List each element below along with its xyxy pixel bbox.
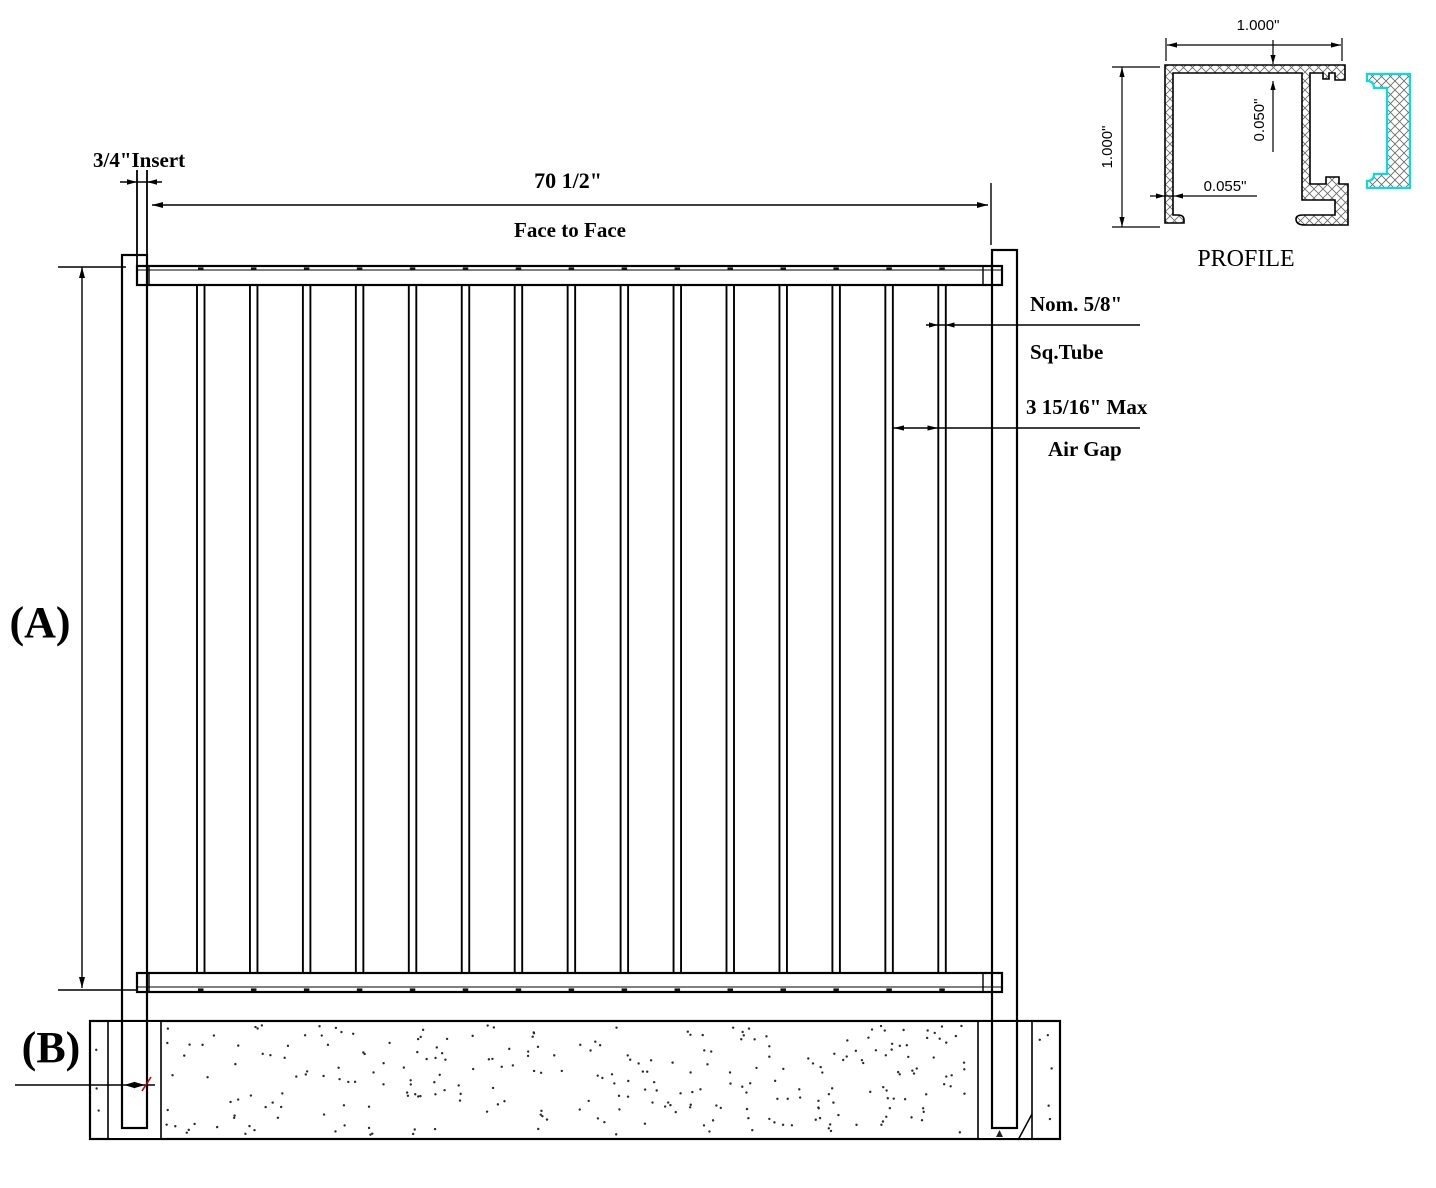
- width-dimension-caption: Face to Face: [514, 218, 626, 242]
- left-post: [120, 253, 149, 1130]
- right-post: [990, 248, 1019, 1130]
- picket: [884, 284, 894, 974]
- width-dimension-label: 70 1/2": [534, 168, 602, 193]
- height-dimension-a: [58, 266, 136, 991]
- picket: [619, 284, 630, 974]
- channel-slash-mark: [1017, 1113, 1033, 1141]
- right-post-channel: [978, 1022, 1032, 1138]
- picket: [725, 284, 735, 974]
- picket: [672, 284, 682, 974]
- profile-top-wall-dim-label: 0.050": [1251, 99, 1268, 142]
- pickets-group: [196, 284, 947, 974]
- picket-size-caption: Sq.Tube: [1030, 340, 1103, 364]
- profile-width-dim-label: 1.000": [1237, 17, 1280, 34]
- top-rail: [135, 264, 1004, 287]
- footing-ref-leader: [15, 1076, 155, 1092]
- air-gap-leader: [893, 425, 1140, 431]
- insert-dimension-label: 3/4"Insert: [93, 148, 185, 172]
- picket: [407, 284, 418, 974]
- picket: [301, 284, 312, 974]
- air-gap-caption: Air Gap: [1048, 437, 1122, 461]
- rail-profile-section: [1164, 64, 1349, 226]
- red-tick-mark: [141, 1076, 152, 1092]
- picket: [513, 284, 524, 974]
- picket: [354, 284, 365, 974]
- profile-side-wall-dim-label: 0.055": [1204, 178, 1247, 195]
- picket: [566, 284, 577, 974]
- picket-size-label: Nom. 5/8": [1030, 292, 1122, 316]
- concrete-stipple: [95, 1024, 1053, 1136]
- width-dimension: [152, 183, 992, 245]
- left-post-channel: [108, 1022, 161, 1138]
- air-gap-label: 3 15/16" Max: [1026, 395, 1148, 419]
- footing-ref-label: (B): [22, 1023, 81, 1072]
- panel-height-ref-label: (A): [9, 598, 70, 647]
- picket: [248, 284, 259, 974]
- picket: [778, 284, 788, 974]
- concrete-footing: [88, 1019, 1062, 1141]
- picket-size-leader: [926, 322, 1140, 328]
- weep-marker: [996, 1130, 1003, 1137]
- picket: [937, 284, 947, 974]
- profile-height-dim-label: 1.000": [1099, 126, 1116, 169]
- insert-dimension: [120, 179, 162, 185]
- picket-profile-section: [1365, 72, 1412, 190]
- picket: [196, 284, 206, 974]
- picket: [460, 284, 471, 974]
- bottom-rail: [135, 971, 1004, 994]
- profile-title: PROFILE: [1197, 246, 1294, 272]
- picket: [831, 284, 841, 974]
- profile-detail: [1112, 38, 1412, 228]
